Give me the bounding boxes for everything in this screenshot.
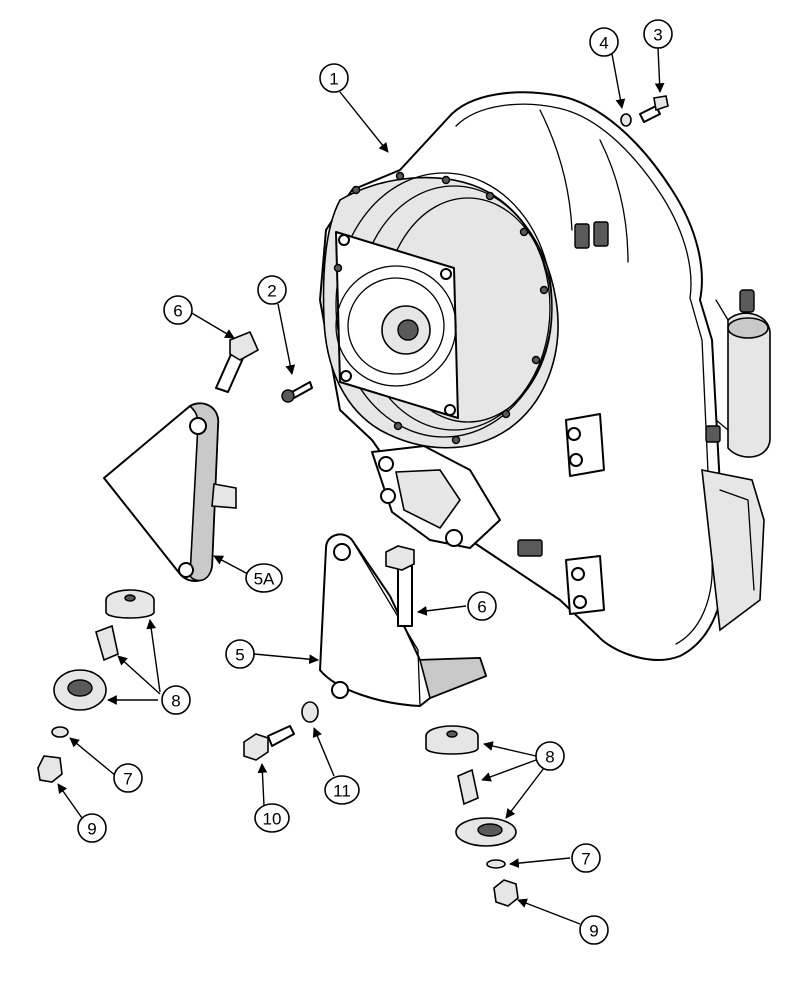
callout-5: 5: [225, 639, 255, 669]
callout-10: 10: [254, 803, 290, 833]
callout-7-right-label: 7: [581, 850, 590, 869]
callout-8-left-label: 8: [171, 692, 180, 711]
callout-6-center-label: 6: [477, 598, 486, 617]
callout-7-left-label: 7: [123, 770, 132, 789]
callout-10-label: 10: [263, 810, 282, 829]
callout-9-right: 9: [579, 915, 609, 945]
callout-4: 4: [589, 27, 619, 57]
bracket-5a: [103, 402, 237, 582]
callout-8-right-label: 8: [545, 748, 554, 767]
bracket-5: [319, 533, 487, 707]
callout-2: 2: [257, 275, 287, 305]
cap-screw-2: [281, 381, 313, 403]
washer-11: [301, 701, 319, 723]
mount-8-left: [37, 589, 155, 783]
callout-6-upper-label: 6: [173, 302, 182, 321]
bolt-3: [639, 95, 669, 123]
callout-1-label: 1: [329, 70, 338, 89]
callout-9-left-label: 9: [87, 820, 96, 839]
washer-4: [620, 113, 632, 127]
callout-8-right: 8: [535, 741, 565, 771]
callout-3-label: 3: [653, 26, 662, 45]
callout-6-upper: 6: [163, 295, 193, 325]
callout-9-left: 9: [77, 813, 107, 843]
callout-8-left: 8: [161, 685, 191, 715]
leader-lines: [57, 47, 665, 925]
bolt-10: [243, 725, 295, 761]
callout-7-left: 7: [113, 763, 143, 793]
callout-7-right: 7: [571, 843, 601, 873]
callout-5-label: 5: [235, 646, 244, 665]
bolt-6-center: [385, 545, 415, 627]
callout-3: 3: [643, 19, 673, 49]
callout-11-label: 11: [333, 782, 351, 801]
callout-5a: 5A: [245, 563, 283, 593]
callout-11: 11: [324, 775, 360, 805]
mount-8-right: [425, 725, 519, 907]
callout-1: 1: [319, 63, 349, 93]
callout-5a-label: 5A: [254, 570, 275, 589]
callout-6-center: 6: [467, 591, 497, 621]
callout-9-right-label: 9: [589, 922, 598, 941]
callout-4-label: 4: [599, 34, 608, 53]
bolt-6-upper: [215, 330, 260, 393]
transmission-housing: [319, 91, 771, 661]
callout-2-label: 2: [267, 282, 276, 301]
